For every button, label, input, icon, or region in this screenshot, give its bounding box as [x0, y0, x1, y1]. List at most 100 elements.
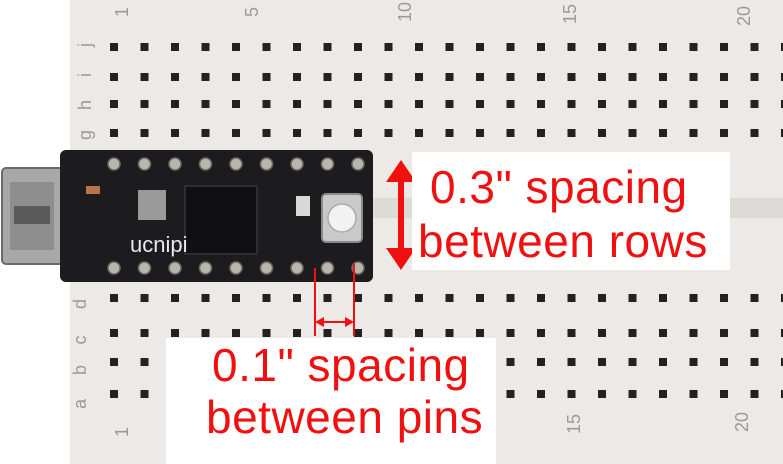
breadboard-hole	[598, 329, 606, 337]
breadboard-hole	[628, 329, 637, 337]
breadboard-hole	[415, 73, 423, 81]
breadboard-hole	[476, 43, 484, 51]
breadboard-hole	[567, 100, 576, 108]
breadboard-hole	[506, 390, 515, 398]
breadboard-hole	[323, 43, 332, 51]
breadboard-hole	[689, 100, 698, 108]
row-spacing-label-line1: 0.3" spacing	[430, 161, 688, 213]
breadboard-hole	[659, 390, 667, 398]
column-number-1-bottom: 1	[112, 427, 132, 437]
breadboard-hole	[567, 43, 576, 51]
usb-port-tongue	[14, 206, 50, 224]
breadboard-hole	[232, 43, 240, 51]
breadboard-hole	[720, 294, 728, 302]
breadboard-hole	[262, 43, 271, 51]
breadboard-hole	[171, 73, 179, 81]
breadboard-hole	[110, 358, 118, 366]
breadboard-hole	[598, 43, 606, 51]
breadboard-hole	[598, 73, 606, 81]
breadboard-hole	[781, 73, 783, 81]
breadboard-hole	[781, 294, 783, 302]
breadboard-hole	[445, 73, 454, 81]
breadboard-hole	[293, 329, 301, 337]
breadboard-hole	[445, 100, 454, 108]
header-pin	[168, 157, 182, 171]
breadboard-hole	[781, 390, 783, 398]
breadboard-hole	[232, 73, 240, 81]
column-number-1-top: 1	[112, 7, 132, 17]
breadboard-hole	[750, 329, 759, 337]
reset-button-icon	[327, 203, 357, 233]
breadboard-hole	[262, 73, 271, 81]
breadboard-hole	[537, 43, 545, 51]
breadboard-hole	[140, 43, 149, 51]
pin-spacing-label-line1: 0.1" spacing	[212, 339, 470, 391]
column-numbers-bottom: 1 15 20	[112, 412, 752, 437]
breadboard-hole	[110, 129, 118, 137]
breadboard-hole	[750, 129, 759, 137]
column-number-20-top: 20	[734, 6, 754, 26]
breadboard-hole	[537, 390, 545, 398]
breadboard-hole	[415, 43, 423, 51]
breadboard-hole	[506, 43, 515, 51]
breadboard-hole	[781, 100, 783, 108]
breadboard-hole	[354, 73, 362, 81]
row-letter-d: d	[70, 299, 90, 309]
breadboard-hole	[232, 129, 240, 137]
crystal	[138, 190, 166, 220]
breadboard-hole	[689, 294, 698, 302]
breadboard-hole	[445, 43, 454, 51]
breadboard-hole	[720, 73, 728, 81]
breadboard-hole	[476, 329, 484, 337]
breadboard-hole	[506, 358, 515, 366]
breadboard-hole	[262, 294, 271, 302]
breadboard-hole	[323, 100, 332, 108]
breadboard-hole	[537, 358, 545, 366]
header-pin	[198, 261, 213, 275]
breadboard-hole	[384, 129, 393, 137]
board-brand-label: ucnipi	[130, 232, 187, 257]
breadboard-hole	[659, 129, 667, 137]
breadboard-hole	[354, 43, 362, 51]
breadboard-hole	[110, 73, 118, 81]
breadboard-hole	[506, 100, 515, 108]
breadboard-hole	[476, 129, 484, 137]
row-letter-b: b	[70, 365, 90, 375]
header-pin	[107, 157, 121, 171]
breadboard-hole	[171, 329, 179, 337]
header-pin	[168, 261, 182, 275]
row-letter-h: h	[75, 100, 95, 110]
breadboard-hole	[262, 100, 271, 108]
microcontroller-board: ucnipi	[1, 150, 373, 282]
breadboard-hole	[567, 73, 576, 81]
row-letter-c: c	[70, 336, 90, 345]
breadboard-hole	[354, 129, 362, 137]
breadboard-hole	[445, 129, 454, 137]
breadboard-hole	[384, 294, 393, 302]
capacitor	[86, 186, 100, 194]
breadboard-hole	[171, 294, 179, 302]
header-pin	[107, 261, 121, 275]
breadboard-hole	[110, 100, 118, 108]
row-letters-bottom: d c b a	[70, 299, 90, 409]
breadboard-hole	[628, 129, 637, 137]
breadboard-hole	[140, 329, 149, 337]
breadboard-hole	[720, 100, 728, 108]
breadboard-hole	[781, 329, 783, 337]
breadboard-hole	[201, 329, 210, 337]
pin-spacing-label-line2: between pins	[206, 391, 484, 443]
breadboard-hole	[201, 73, 210, 81]
breadboard-hole	[628, 73, 637, 81]
row-letters-top: j i h g	[75, 43, 95, 140]
breadboard-hole	[232, 100, 240, 108]
breadboard-hole	[537, 100, 545, 108]
breadboard-hole	[506, 329, 515, 337]
header-pin	[259, 157, 274, 171]
breadboard-hole	[537, 294, 545, 302]
header-pin	[137, 157, 152, 171]
breadboard-hole	[689, 390, 698, 398]
breadboard-hole	[689, 329, 698, 337]
breadboard-hole	[750, 294, 759, 302]
header-pin	[137, 261, 152, 275]
breadboard-hole	[415, 329, 423, 337]
